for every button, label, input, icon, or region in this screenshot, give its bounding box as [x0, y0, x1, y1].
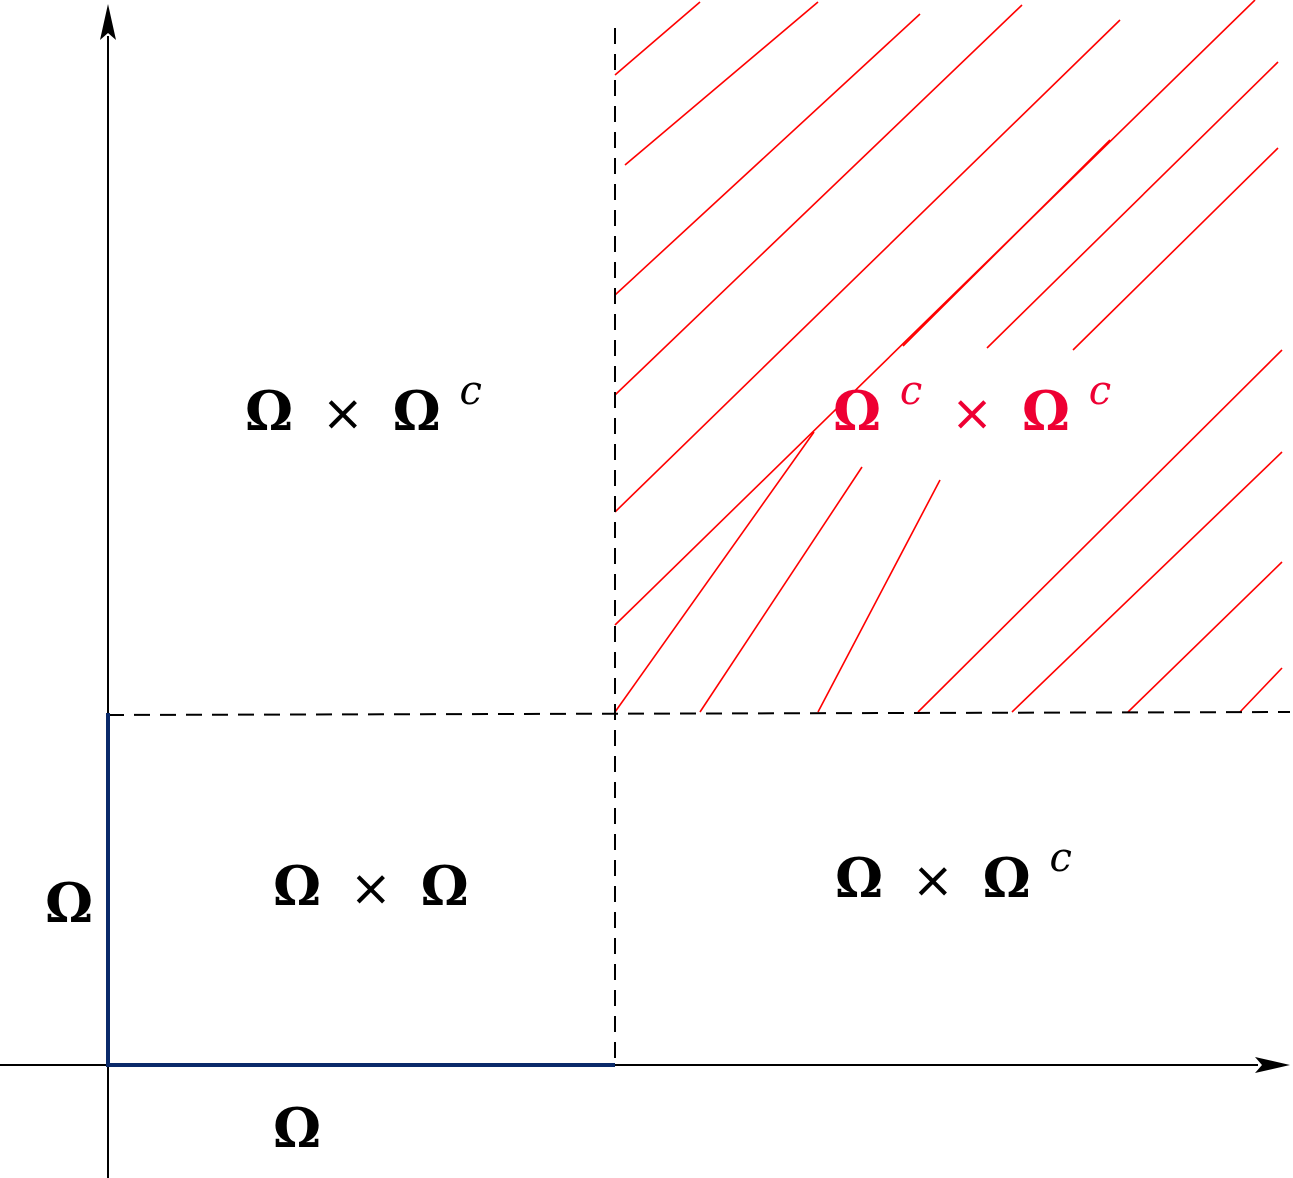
label-omegac-x-omegac: Ω c × Ω c — [833, 353, 1111, 443]
dashed-horizontal-boundary — [107, 711, 1291, 716]
label-omega-x-omegac-right: Ω × Ω c — [835, 835, 1072, 910]
hatched-region — [614, 0, 1283, 713]
hatch-line — [614, 431, 815, 713]
label-omega-x-omegac-top: Ω × Ω c — [245, 368, 482, 443]
hatch-line — [1072, 147, 1279, 351]
hatch-line — [614, 4, 1023, 396]
label-y-axis-omega: Ω — [45, 871, 93, 935]
y-axis-arrowhead — [100, 4, 116, 40]
hatch-line — [614, 19, 1121, 513]
label-omega-x-omega: Ω × Ω — [273, 854, 469, 918]
hatch-line — [1011, 451, 1283, 713]
hatch-line — [624, 1, 819, 166]
hatch-line — [1127, 561, 1283, 713]
hatch-line — [614, 13, 921, 296]
hatch-line — [917, 349, 1283, 713]
x-axis-arrowhead — [1255, 1057, 1290, 1073]
hatch-line — [902, 139, 1111, 347]
hatch-line — [614, 1, 701, 76]
hatch-line — [614, 0, 1256, 626]
hatch-line — [986, 61, 1279, 349]
hatch-line — [1239, 667, 1283, 713]
hatch-line — [699, 466, 863, 713]
hatch-line — [817, 479, 941, 713]
label-x-axis-omega: Ω — [273, 1096, 321, 1160]
